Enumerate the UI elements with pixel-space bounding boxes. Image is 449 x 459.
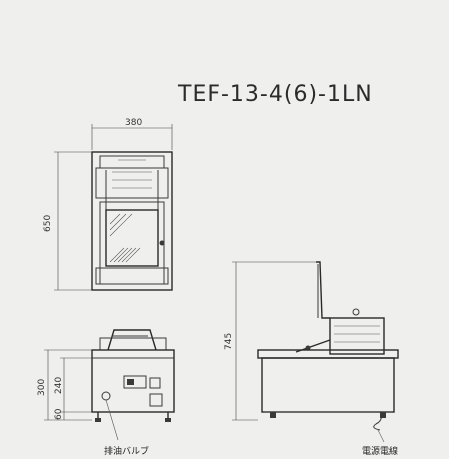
dim-top-width: 380 — [125, 118, 142, 128]
dim-front-height-lower: 60 — [54, 408, 64, 420]
dim-top-depth: 650 — [43, 215, 53, 232]
top-view: 380 650 — [43, 118, 173, 291]
callout-power-cord: 電源電線 — [362, 445, 398, 457]
dim-front-height-upper: 240 — [54, 377, 64, 394]
model-title: TEF-13-4(6)-1LN — [177, 82, 373, 107]
side-view: 745 電源電線 — [224, 261, 399, 457]
dim-front-height-total: 300 — [37, 379, 47, 396]
dim-side-height: 745 — [224, 333, 234, 350]
front-view: 300 240 60 排油バルブ — [37, 329, 175, 457]
callout-drain-valve: 排油バルブ — [104, 445, 149, 457]
